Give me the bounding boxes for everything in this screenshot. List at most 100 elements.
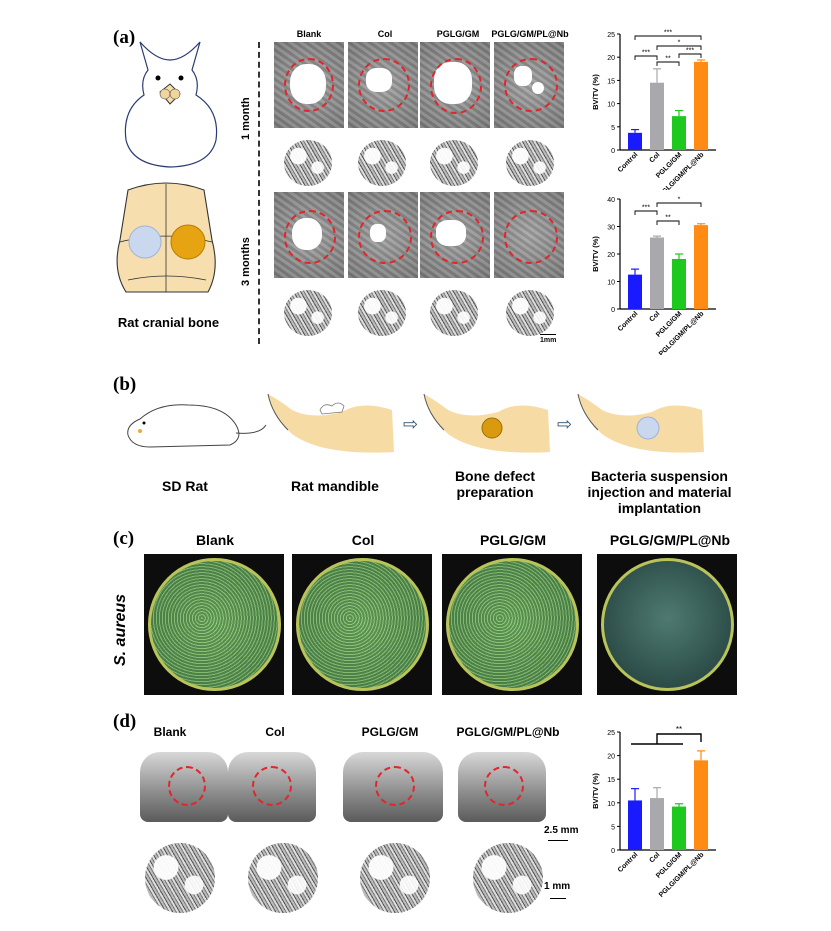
recon-disc-pglg bbox=[360, 843, 430, 913]
ct-3m-blank bbox=[274, 192, 344, 278]
row-label-3-months: 3 months bbox=[240, 237, 252, 286]
recon-head-nb: PGLG/GM/PL@Nb bbox=[456, 725, 560, 739]
y-tick-label: 30 bbox=[607, 225, 615, 232]
y-tick-label: 20 bbox=[607, 55, 615, 62]
step-sd-rat: SD Rat bbox=[162, 478, 208, 494]
panel-label-c: (c) bbox=[113, 528, 135, 549]
disc-3m-nb bbox=[506, 290, 554, 336]
sig-bracket bbox=[656, 45, 702, 50]
y-tick-label: 5 bbox=[611, 824, 615, 831]
ct-3m-pglg bbox=[420, 192, 490, 278]
bar-3 bbox=[694, 61, 708, 151]
scale-bar-top bbox=[548, 840, 568, 841]
bar-2 bbox=[672, 806, 686, 850]
sig-label: *** bbox=[642, 205, 650, 212]
sig-bracket bbox=[634, 55, 658, 60]
plate-blank bbox=[144, 554, 284, 695]
sig-label: ** bbox=[676, 725, 682, 734]
recon-head-pglg: PGLG/GM bbox=[361, 725, 419, 739]
category-label: Col bbox=[648, 151, 661, 164]
sd-rat-illustration bbox=[127, 404, 267, 448]
bar-3 bbox=[694, 225, 708, 309]
row-label-s-aureus: S. aureus bbox=[112, 593, 129, 666]
plate-head-pglg: PGLG/GM bbox=[479, 532, 547, 548]
arrow-right-icon: ⇨ bbox=[403, 414, 419, 434]
sig-label: ** bbox=[665, 215, 671, 222]
ct-1m-pglg bbox=[420, 42, 490, 128]
y-tick-label: 25 bbox=[607, 730, 615, 737]
sig-label: *** bbox=[664, 30, 672, 37]
bar-0 bbox=[628, 132, 642, 150]
y-tick-label: 15 bbox=[607, 777, 615, 784]
recon-head-col: Col bbox=[265, 725, 285, 739]
sig-bracket bbox=[634, 210, 658, 215]
sig-label: *** bbox=[642, 50, 650, 57]
plate-nb bbox=[597, 554, 737, 695]
category-label: Col bbox=[648, 851, 661, 864]
bar-1 bbox=[650, 237, 664, 309]
bar-2 bbox=[672, 116, 686, 150]
y-tick-label: 0 bbox=[611, 848, 615, 855]
y-tick-label: 40 bbox=[607, 197, 615, 204]
sig-bracket bbox=[678, 53, 702, 58]
sig-bracket bbox=[634, 35, 702, 40]
rat-mandible-illustration bbox=[267, 393, 394, 453]
bar-1 bbox=[650, 798, 664, 850]
disc-3m-blank bbox=[284, 290, 332, 336]
y-tick-label: 25 bbox=[607, 32, 615, 39]
sig-bracket bbox=[656, 61, 680, 66]
y-axis-label: BV/TV (%) bbox=[591, 74, 600, 110]
category-label: Control bbox=[617, 151, 640, 174]
y-tick-label: 5 bbox=[611, 125, 615, 132]
sig-label: ** bbox=[665, 56, 671, 63]
rat-head-outline-illustration bbox=[124, 41, 218, 168]
scale-bar bbox=[540, 334, 556, 335]
ct-1m-nb bbox=[494, 42, 564, 128]
y-tick-label: 0 bbox=[611, 148, 615, 155]
col-head-blank: Blank bbox=[296, 29, 322, 39]
plate-head-blank: Blank bbox=[195, 532, 235, 548]
row-label-1-month: 1 month bbox=[240, 97, 252, 140]
bar-3 bbox=[694, 760, 708, 850]
step-bone-defect: Bone defect preparation bbox=[454, 468, 536, 500]
plate-pglg bbox=[442, 554, 582, 695]
scale-bar-bottom bbox=[550, 898, 566, 899]
ct-1m-blank bbox=[274, 42, 344, 128]
plate-head-col: Col bbox=[351, 532, 375, 548]
col-head-pglg: PGLG/GM bbox=[436, 29, 480, 39]
plate-head-nb: PGLG/GM/PL@Nb bbox=[609, 532, 731, 548]
y-tick-label: 20 bbox=[607, 252, 615, 259]
bar-1 bbox=[650, 82, 664, 150]
disc-1m-nb bbox=[506, 140, 554, 186]
disc-3m-pglg bbox=[430, 290, 478, 336]
bar-0 bbox=[628, 274, 642, 309]
scale-bar-label: 1mm bbox=[540, 337, 557, 344]
arrow-right-icon-2: ⇨ bbox=[557, 414, 573, 434]
sig-bracket-group bbox=[631, 733, 702, 745]
category-label: Col bbox=[648, 310, 661, 323]
bone-defect-illustration bbox=[423, 393, 550, 453]
y-tick-label: 0 bbox=[611, 307, 615, 314]
recon-head-blank: Blank bbox=[153, 725, 187, 739]
implantation-illustration bbox=[577, 393, 704, 453]
rat-cranial-bone-illustration bbox=[116, 182, 216, 293]
category-label: Control bbox=[617, 310, 640, 333]
scale-label-top: 2.5 mm bbox=[544, 825, 579, 836]
sig-label: * bbox=[678, 40, 681, 47]
category-label: PGLG/GM/PL@Nb bbox=[658, 851, 705, 898]
bar-0 bbox=[628, 800, 642, 850]
step-bacteria-implant: Bacteria suspension injection and materi… bbox=[587, 468, 732, 516]
y-axis-label: BV/TV (%) bbox=[591, 236, 600, 272]
divider-line bbox=[258, 42, 260, 344]
y-tick-label: 15 bbox=[607, 78, 615, 85]
plate-col bbox=[292, 554, 432, 695]
disc-1m-pglg bbox=[430, 140, 478, 186]
category-label: Control bbox=[617, 851, 640, 874]
y-tick-label: 10 bbox=[607, 801, 615, 808]
ct-1m-col bbox=[348, 42, 418, 128]
sig-label: *** bbox=[686, 48, 694, 55]
sig-label: * bbox=[678, 197, 681, 204]
